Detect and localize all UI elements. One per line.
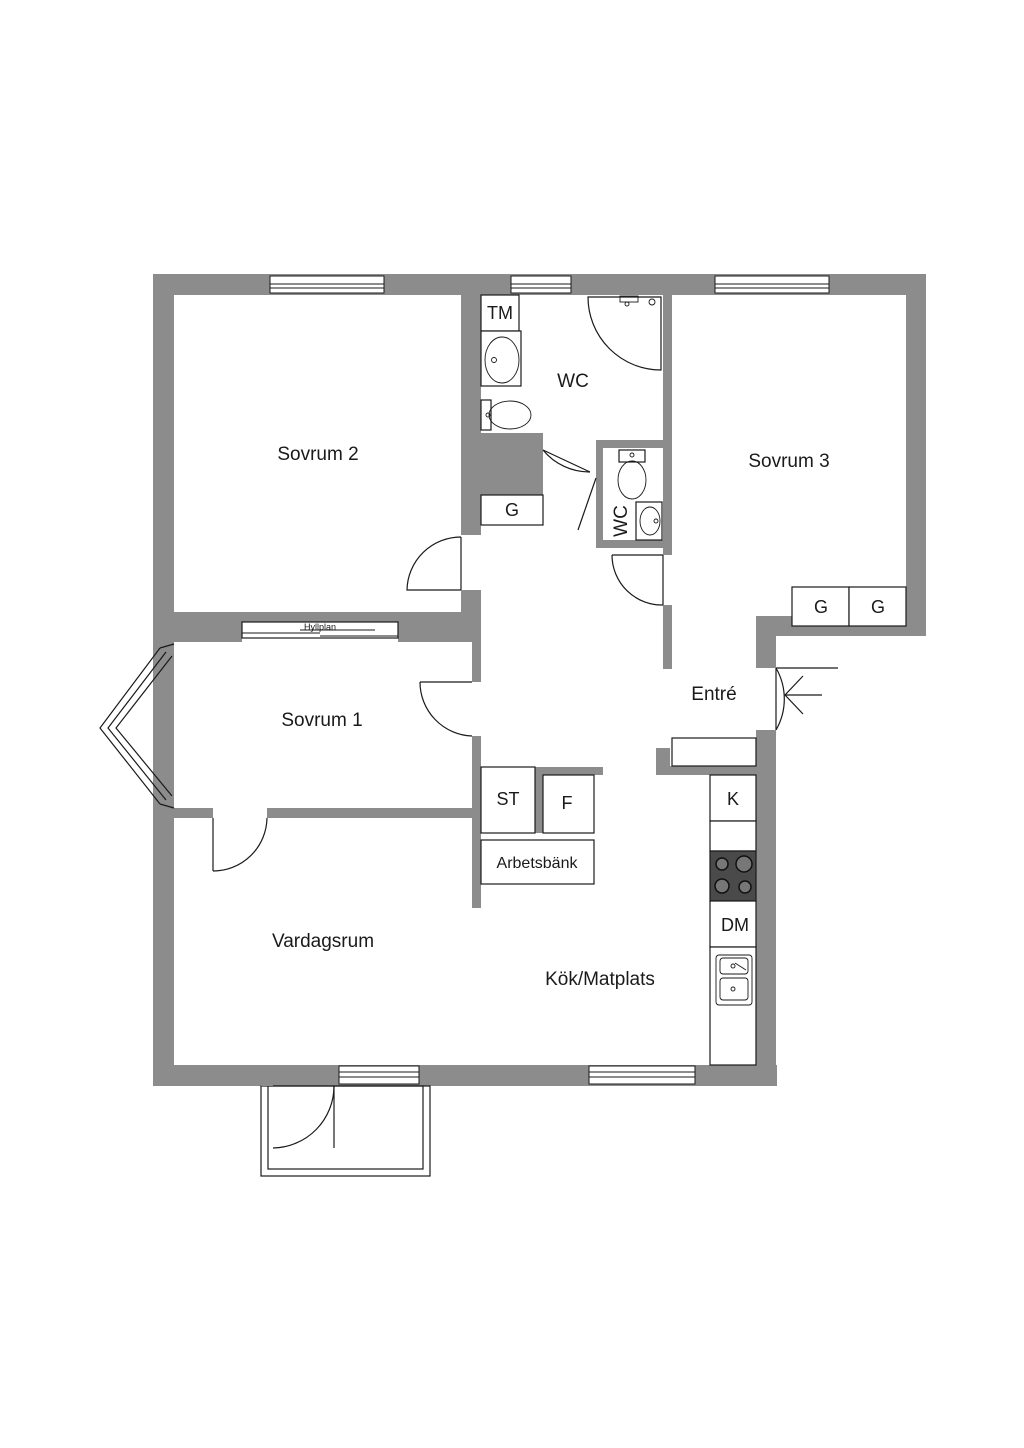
wc-small-fixtures xyxy=(617,449,663,541)
label-tm: TM xyxy=(487,303,513,323)
label-k: K xyxy=(727,789,739,809)
st-box xyxy=(480,766,536,834)
label-g2: G xyxy=(814,597,828,617)
balcony xyxy=(260,1065,431,1177)
door-sovrum1 xyxy=(419,681,473,737)
fixture-labels: TM G G G Hyllplan ST F Arbetsbänk K DM xyxy=(304,303,885,935)
sink-icon xyxy=(480,330,522,387)
label-sovrum2: Sovrum 2 xyxy=(277,444,358,465)
door-entry xyxy=(775,667,838,731)
doors xyxy=(212,449,838,1149)
shower-icon xyxy=(587,295,662,371)
shelf-hyllplan xyxy=(241,621,399,639)
label-g3: G xyxy=(871,597,885,617)
door-wc xyxy=(542,449,591,473)
door-sovrum2 xyxy=(406,536,462,591)
window-wc xyxy=(510,275,572,294)
door-balcony xyxy=(272,1085,335,1149)
window-sovrum3 xyxy=(714,275,830,294)
label-entre: Entré xyxy=(691,684,736,705)
label-wc-main: WC xyxy=(557,371,589,392)
label-f: F xyxy=(562,793,573,813)
kitchen-sink-icon xyxy=(709,946,757,1066)
label-hyllplan: Hyllplan xyxy=(304,622,336,632)
k-box xyxy=(709,774,757,822)
g-box-1 xyxy=(480,494,544,526)
label-sovrum1: Sovrum 1 xyxy=(281,710,362,731)
label-dm: DM xyxy=(721,915,749,935)
label-arbetsbank: Arbetsbänk xyxy=(497,855,579,872)
wc-fixtures xyxy=(480,294,662,526)
f-box xyxy=(542,774,595,834)
door-wc-small xyxy=(577,477,597,531)
toilet-icon xyxy=(480,399,532,431)
windows xyxy=(269,275,830,1085)
kitchen-fixtures xyxy=(480,766,757,1066)
label-wc-small: WC xyxy=(611,505,632,537)
door-sovrum3 xyxy=(611,554,664,606)
door-vardagsrum xyxy=(212,817,268,872)
sink-icon xyxy=(635,501,663,541)
bay-window xyxy=(99,643,175,809)
window-sovrum2 xyxy=(269,275,385,294)
window-vardagsrum xyxy=(338,1065,420,1085)
label-st: ST xyxy=(496,789,519,809)
toilet-icon xyxy=(617,449,647,500)
label-vardagsrum: Vardagsrum xyxy=(272,931,374,952)
label-kok: Kök/Matplats xyxy=(545,969,655,990)
room-labels: Sovrum 2 Sovrum 3 WC WC Sovrum 1 Entré V… xyxy=(272,371,830,990)
wardrobes-sovrum3 xyxy=(791,586,907,627)
label-sovrum3: Sovrum 3 xyxy=(748,451,829,472)
interior-walls xyxy=(174,295,756,908)
tm-box xyxy=(480,294,520,332)
window-kok xyxy=(588,1065,696,1085)
label-g1: G xyxy=(505,500,519,520)
outer-walls xyxy=(153,274,926,1086)
dm-box xyxy=(709,900,757,948)
entry-bench xyxy=(671,737,757,767)
entry-arrow-icon xyxy=(784,675,822,715)
stove-icon xyxy=(709,850,757,902)
arbetsbank-box xyxy=(480,839,595,885)
